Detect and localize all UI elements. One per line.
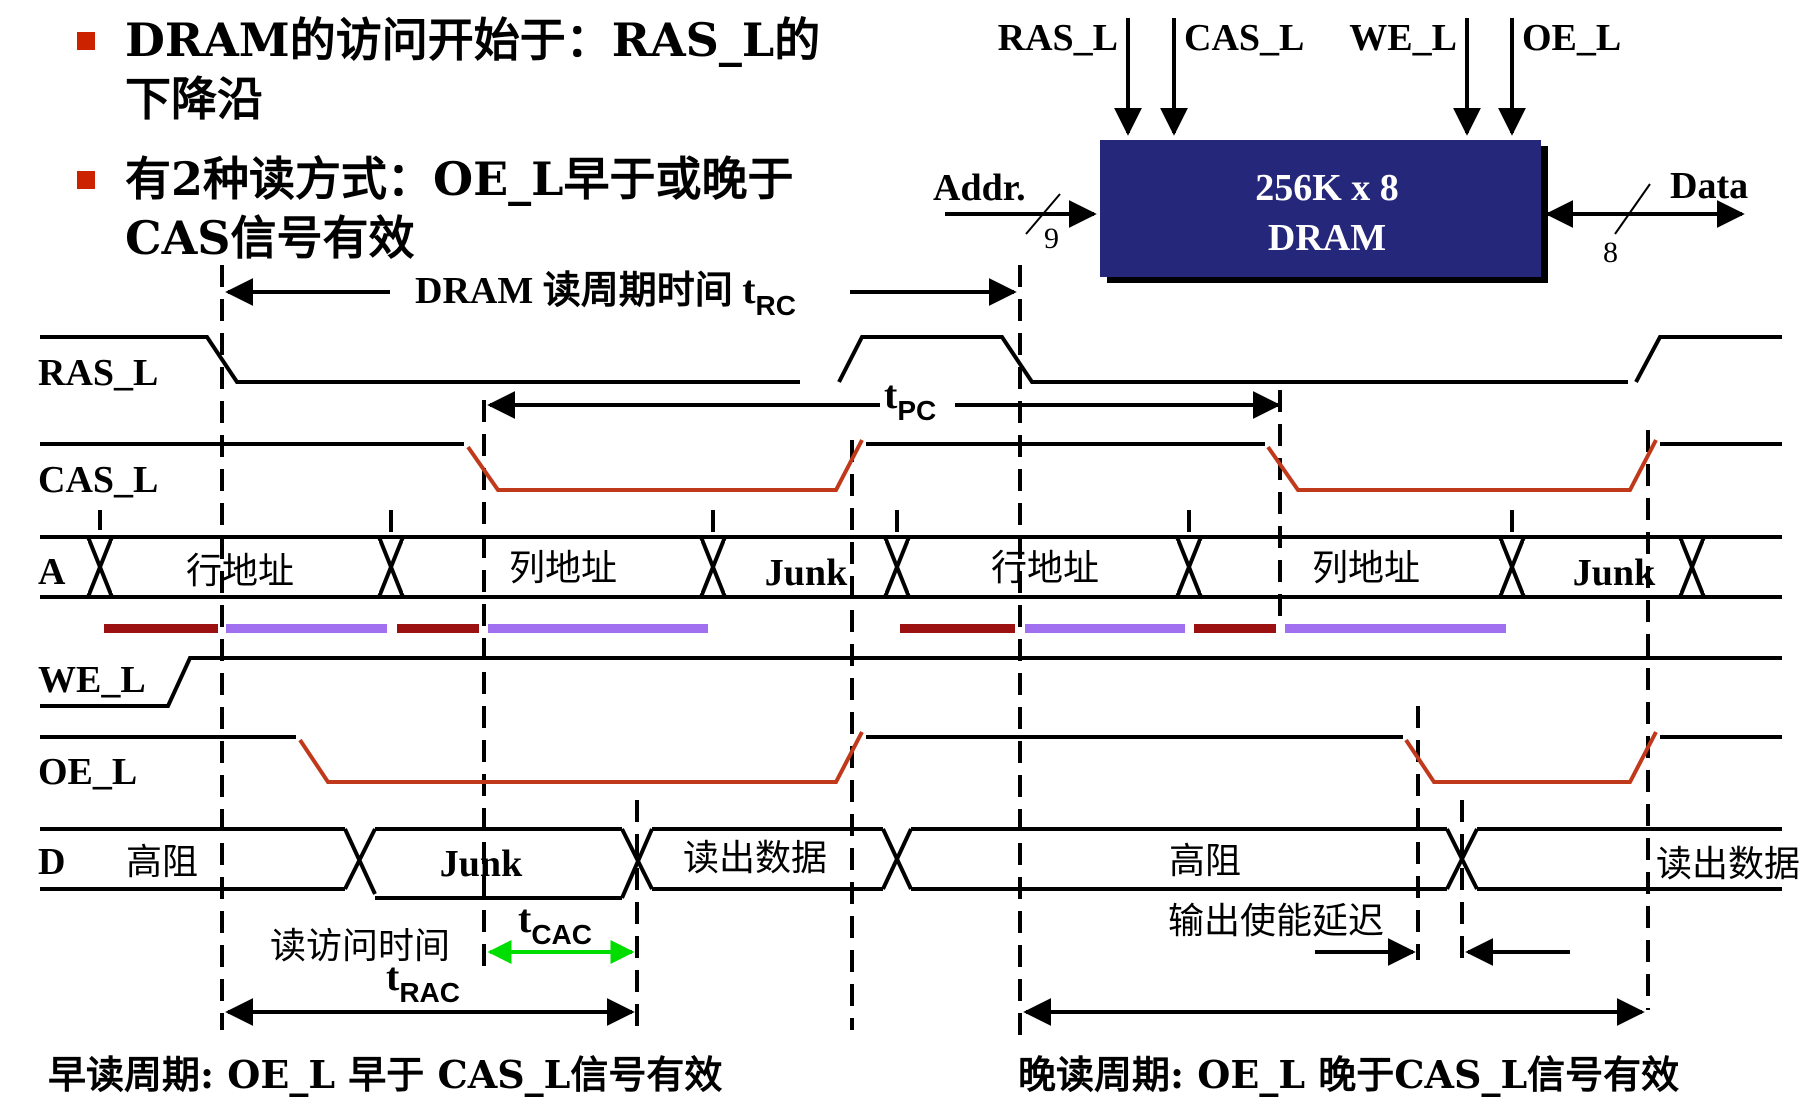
read-access-label: 读访问时间 [270,926,450,967]
signal-label-cas: CAS_L [38,459,158,501]
dram-block [1100,140,1541,277]
addr-bus-width: 9 [1044,222,1059,255]
a-cross-2 [377,536,405,598]
bullet-2-line-1: 有2种读方式：OE_L早于或晚于 [125,152,793,206]
trc-sub: RC [756,290,796,321]
signal-labels: RAS_L CAS_L A WE_L OE_L D [38,352,158,883]
bar-row-setup-1 [104,624,218,633]
oe-wave-low-1 [298,731,864,784]
bullet-1-line-2: 下降沿 [125,72,263,126]
d-zone-hiz-1: 高阻 [126,842,198,883]
d-zone-hiz-2: 高阻 [1169,841,1241,882]
output-enable-delay-label: 输出使能延迟 [1168,901,1384,942]
pin-label-ras: RAS_L [998,17,1118,59]
trac-sub: RAC [399,977,460,1008]
data-label: Data [1670,165,1748,207]
a-zone-col-2: 列地址 [1312,548,1420,589]
d-zone-junk: Junk [440,843,523,885]
cas-wave-low-2 [1266,439,1658,492]
dram-block-title: 256K x 8 [1255,167,1399,209]
signal-label-oe: OE_L [38,751,137,793]
bar-col-setup-1 [397,624,479,633]
waveform-we [40,656,1782,708]
addr-label: Addr. [933,167,1026,209]
a-zone-junk-1: Junk [765,552,848,594]
waveform-address: 行地址 列地址 Junk 行地址 列地址 Junk [40,535,1782,599]
dram-block-subtitle: DRAM [1268,217,1386,259]
a-cross-6 [1498,536,1526,598]
d-zone-read-2: 读出数据 [1656,844,1800,885]
bullet-1-line-1: DRAM的访问开始于：RAS_L的 [125,13,820,67]
bar-row-hold-1 [226,624,387,633]
we-wave [40,656,1782,708]
trc-prefix: DRAM 读周期时间 [415,270,742,312]
ras-wave-1 [40,335,800,384]
tcac-sub: CAC [531,919,592,950]
tcac-label: tCAC [518,896,592,950]
tpc-label: tPC [884,372,936,426]
d-cross-4 [1445,828,1479,890]
timing-markers [98,265,1650,1040]
trc-t: t [742,267,756,312]
signal-label-a: A [38,551,66,593]
signal-label-d: D [38,841,65,883]
trc-label: DRAM 读周期时间 tRC [415,267,796,321]
tpc-t: t [884,372,898,417]
a-zone-col-1: 列地址 [509,548,617,589]
address-phase-bars [104,624,1506,633]
cas-wave-low-1 [466,439,864,492]
timing-tpc: tPC [487,372,1281,426]
bullet-2-line-2: CAS信号有效 [125,211,415,265]
caption-late-read: 晚读周期: OE_L 晚于CAS_L信号有效 [1018,1052,1679,1097]
addr-bus-slash [1025,193,1061,235]
bar-row-setup-2 [900,624,1015,633]
bullet-list: DRAM的访问开始于：RAS_L的 下降沿 有2种读方式：OE_L早于或晚于 C… [77,13,820,265]
a-zone-row-1: 行地址 [186,551,294,592]
waveform-data: 高阻 Junk 读出数据 高阻 读出数据 [40,827,1800,900]
waveform-ras [40,335,1782,384]
data-bus-width: 8 [1603,236,1618,269]
a-cross-3 [699,536,727,598]
a-cross-1 [86,536,114,598]
bar-col-hold-2 [1285,624,1506,633]
ras-wave-3 [1634,335,1782,383]
d-cross-2 [620,828,654,899]
timing-tcac: tCAC [487,896,635,964]
timing-trac: 读访问时间 tRAC [225,926,635,1026]
d-cross-3 [881,828,913,890]
pin-label-oe: OE_L [1522,17,1621,59]
dram-block-diagram: 256K x 8 DRAM RAS_L CAS_L WE_L OE_L Addr… [933,17,1748,283]
ras-wave-2 [837,335,1628,384]
tcac-t: t [518,896,532,941]
d-zone-read-1: 读出数据 [683,838,827,879]
a-zone-row-2: 行地址 [991,548,1099,589]
timing-trc: DRAM 读周期时间 tRC [225,267,1017,321]
signal-label-we: WE_L [38,659,146,701]
a-cross-7 [1678,536,1706,598]
a-zone-junk-2: Junk [1573,552,1656,594]
tpc-sub: PC [897,395,936,426]
bullet-square-1 [77,32,95,50]
bar-col-hold-1 [488,624,708,633]
oe-wave-low-2 [1404,731,1658,784]
timing-output-enable: 输出使能延迟 [1168,901,1570,966]
bar-col-setup-2 [1194,624,1276,633]
waveform-oe [40,731,1782,784]
pin-label-we: WE_L [1349,17,1457,59]
a-crossings [86,536,1706,598]
d-cross-1 [343,828,377,895]
caption-early-read: 早读周期: OE_L 早于 CAS_L信号有效 [48,1052,722,1097]
bullet-square-2 [77,171,95,189]
signal-label-ras: RAS_L [38,352,158,394]
a-cross-5 [1175,536,1203,598]
bar-row-hold-2 [1025,624,1185,633]
pin-label-cas: CAS_L [1184,17,1304,59]
a-cross-4 [883,536,911,598]
data-bus-slash [1614,183,1651,235]
waveform-cas [40,439,1782,492]
trac-t: t [386,954,400,999]
